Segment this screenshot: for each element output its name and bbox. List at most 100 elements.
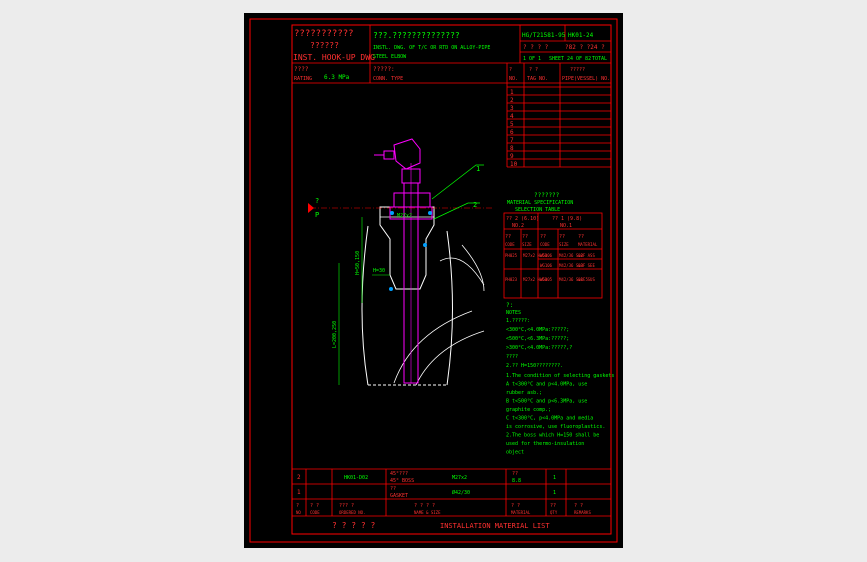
sel-cell: 08F ASS [578, 253, 595, 258]
bolt-right [428, 211, 432, 215]
sel-title-cn: ??????? [534, 192, 560, 199]
elbow-inner-wall [446, 230, 453, 386]
sel-col-a-cn: ?? 2 (6.10) [506, 216, 539, 222]
mat-header-cn: ? ? [310, 503, 319, 509]
dim-l-label: L=200,250 [332, 321, 338, 348]
mat-header-cn: ? ? [511, 503, 520, 509]
title-cn-2: ?????? [310, 41, 339, 50]
note-en-line: object [506, 450, 524, 456]
gasket-marker-left [389, 287, 393, 291]
notes-cn: 1.?????: <300°C,<4.0MPa:?????; <500°C,<6… [506, 318, 572, 369]
drawing-number: HK01-24 [568, 32, 594, 39]
tag-row-number: 4 [510, 113, 514, 120]
mat-no: 2 [297, 474, 301, 481]
mat-header-en: NO [296, 510, 301, 515]
sel-cell: M27x2 H=50 [523, 253, 548, 258]
elbow-arc-4 [461, 244, 485, 292]
mat-header-en: REMARKS [574, 510, 591, 515]
note-en-line: used for thermo-insulation [506, 441, 584, 447]
sel-header-en: CODE [540, 242, 550, 247]
rating-cn: ???? [294, 66, 309, 73]
rating-value: 6.3 MPa [324, 74, 350, 81]
conn-type-cn: ?????: [373, 66, 395, 73]
sel-cell: M42/36 S=2 [559, 253, 584, 258]
sensor-nut [393, 192, 431, 208]
tag-row-number: 10 [510, 161, 518, 168]
mat-header-cn: ? [296, 503, 299, 509]
note-cn-line: >300°C,<4.0MPa:?????,? [506, 345, 572, 351]
sel-cell: M42/36 S=3 [559, 263, 584, 268]
mat-header-cn: ? ? ? ? [414, 503, 435, 509]
tag-row-number: 9 [510, 153, 514, 160]
note-cn-line: 2.?? H=150????????. [506, 363, 563, 369]
elbow-outer-wall [361, 225, 369, 386]
title-en: INST. HOOK-UP DWG [293, 53, 375, 62]
title-block-grid [292, 25, 611, 84]
notes-heading-cn: ?: [506, 302, 513, 309]
sel-cell: M42/36 S=1.5 [559, 277, 588, 282]
desc-en-2: STEEL ELBOW [373, 54, 407, 60]
mat-material: 8.8 [512, 478, 521, 484]
sel-cell: WG105 [540, 277, 553, 282]
thread-label: M27x2 [397, 213, 412, 219]
note-en-line: C t<300°C, p<4.0MPa and media [506, 416, 593, 422]
material-list-title-cn: ? ? ? ? ? [332, 521, 376, 530]
flow-label: P [315, 211, 319, 219]
flow-arrow-icon [308, 203, 314, 213]
tag-header-pipe-cn: ????? [570, 67, 585, 73]
gasket-marker-right [423, 243, 427, 247]
drawing-frame [291, 24, 612, 535]
note-cn-line: <500°C,<6.3MPa:?????; [506, 336, 569, 342]
conn-type-label: CONN. TYPE [373, 76, 403, 82]
terminal-head [393, 138, 421, 170]
sel-col-a-en: NO.2 [512, 223, 524, 229]
standard-number: HG/T21581-95 [522, 32, 566, 39]
sel-header-cn: ?? [522, 234, 528, 240]
sel-header-cn: ?? [505, 234, 511, 240]
sheet-cn: ? ? ? ? [523, 44, 549, 51]
sel-header-cn: ?? [578, 234, 584, 240]
note-cn-line: ???? [506, 354, 518, 360]
sel-header-cn: ?? [559, 234, 565, 240]
head-neck [401, 168, 421, 184]
mat-header-en: MATERIAL [511, 510, 531, 515]
tag-row-number: 2 [510, 97, 514, 104]
leader-2 [433, 202, 480, 220]
elbow-arc-3 [439, 257, 485, 286]
mat-no: 1 [297, 489, 301, 496]
mat-size: Ø42/30 [452, 489, 470, 496]
tag-header-no: NO. [509, 76, 518, 82]
mat-header-en: NAME & SIZE [414, 510, 441, 515]
sel-title-en-2: SELECTION TABLE [515, 207, 560, 213]
material-list-title: INSTALLATION MATERIAL LIST [440, 522, 550, 530]
sheet-word: SHEET [549, 56, 564, 62]
sheet-number: 1 OF 1 [523, 56, 541, 62]
desc-cn: ???.?????????????? [373, 31, 460, 40]
note-en-line: 2.The boss which H=150 shall be [506, 433, 599, 439]
note-en-line: 1.The condition of selecting gaskets [506, 373, 614, 379]
note-en-line: graphite comp.; [506, 407, 551, 413]
sel-cell: PH025 [505, 253, 518, 258]
mat-header-en: QTY [550, 510, 558, 515]
note-en-line: A t<300°C and p<4.0MPa, use [506, 382, 587, 388]
mat-header-cn: ?? [550, 503, 556, 509]
tag-row-number: 3 [510, 105, 514, 112]
title-cn-1: ??????????? [294, 29, 354, 39]
sel-title-en-1: MATERIAL SPECIFICATION [507, 200, 573, 206]
total-word: TOTAL [592, 56, 607, 62]
note-cn-line: 1.?????: [506, 318, 530, 324]
mat-header-cn: ??? ? [339, 503, 354, 509]
sel-header-en: CODE [505, 242, 515, 247]
flow-cn: ? [315, 197, 319, 205]
material-list-grid [292, 468, 611, 517]
tag-table-grid [506, 83, 611, 168]
sel-header-en: SIZE [559, 242, 569, 247]
note-en-line: is corrosive, use fluoroplastics. [506, 424, 605, 430]
dim-d-label: H=30 [373, 268, 385, 274]
elbow-arc-2 [415, 330, 485, 386]
rating-label: RATING [294, 76, 312, 82]
